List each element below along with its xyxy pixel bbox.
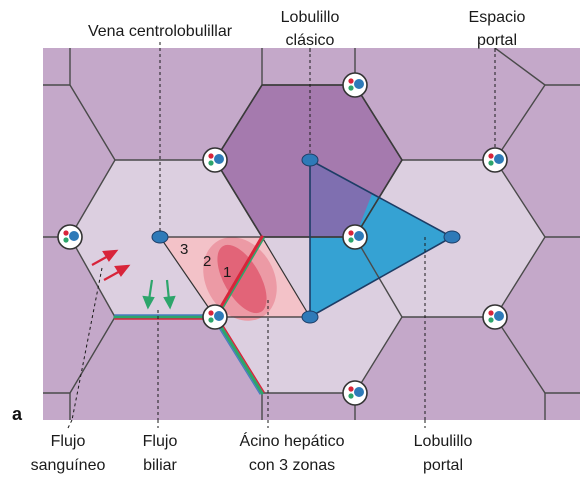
portal-triad	[342, 380, 368, 406]
blood-flow-arrows	[91, 249, 131, 281]
label-acino-line2: con 3 zonas	[249, 457, 335, 474]
label-lobulillo-clasico-line1: Lobulillo	[281, 9, 340, 26]
bile-flow-arrows	[142, 279, 176, 310]
hexagon-grid	[43, 48, 580, 420]
label-flujo-biliar-line1: Flujo	[143, 433, 178, 450]
portal-triad	[342, 224, 368, 250]
portal-triad	[202, 147, 228, 173]
label-acino-line1: Ácino hepático	[240, 431, 345, 450]
label-lobulillo-portal-line2: portal	[423, 457, 463, 474]
acinus-zone-1-area	[217, 244, 267, 314]
panel-letter: a	[12, 404, 23, 424]
portal-triad	[342, 72, 368, 98]
portal-triad	[57, 224, 83, 250]
label-flujo-sanguineo-line1: Flujo	[51, 433, 86, 450]
leader-lines	[71, 48, 496, 420]
label-vena-centrolobulillar: Vena centrolobulillar	[88, 23, 233, 40]
central-vein-bottom	[301, 310, 319, 324]
zone-label-2: 2	[203, 253, 211, 270]
central-vein-right	[443, 230, 461, 244]
portal-triad	[482, 304, 508, 330]
zone-label-1: 1	[223, 264, 231, 281]
portal-triad	[482, 147, 508, 173]
label-lobulillo-portal-line1: Lobulillo	[414, 433, 473, 450]
label-flujo-biliar-line2: biliar	[143, 457, 177, 474]
zone-label-3: 3	[180, 241, 188, 258]
lobule-overlap	[310, 160, 372, 237]
label-flujo-sanguineo-line2: sanguíneo	[31, 457, 106, 474]
label-espacio-portal-line2: portal	[477, 32, 517, 49]
central-vein-left	[151, 230, 169, 244]
portal-triad	[202, 304, 228, 330]
bile-flow-lines	[113, 235, 265, 395]
label-lobulillo-clasico-line2: clásico	[286, 32, 335, 49]
central-vein-top	[301, 153, 319, 167]
label-espacio-portal-line1: Espacio	[469, 9, 526, 26]
